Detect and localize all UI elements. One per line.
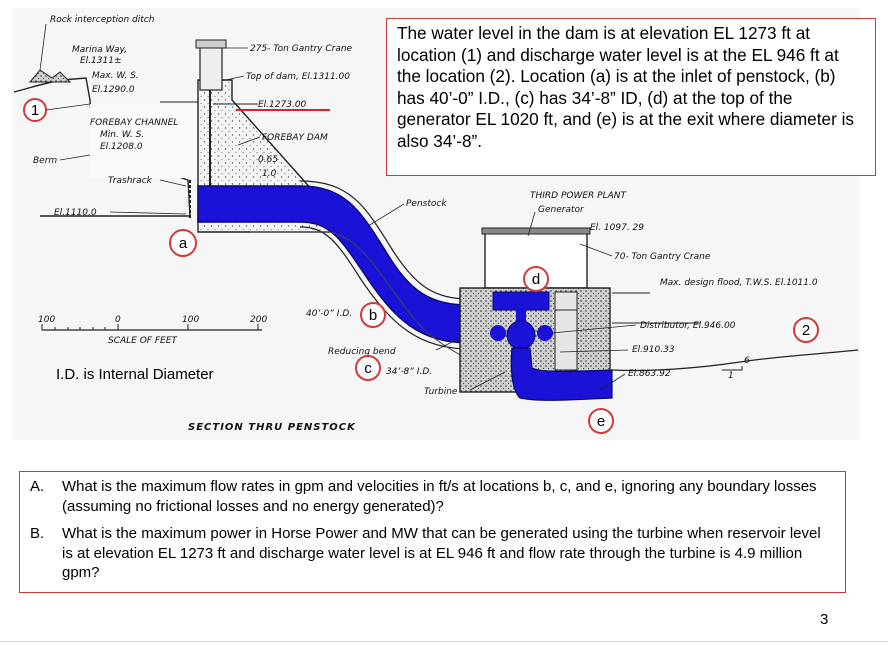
svg-text:e: e	[597, 413, 605, 430]
gantry-crane-tower	[199, 43, 223, 91]
scale-tick-200: 200	[250, 315, 267, 325]
ground-line-middle	[250, 231, 471, 361]
label-forebay-dam: FOREBAY DAM	[262, 133, 328, 143]
label-34ft-id: 34’-8” I.D.	[386, 367, 432, 377]
label-top-of-dam: Top of dam, El.1311.00	[246, 72, 350, 82]
question-b-text: What is the maximum power in Horse Power…	[62, 525, 821, 581]
leader-top-dam	[225, 75, 245, 81]
leader-70-crane	[579, 243, 613, 257]
label-gantry-275: 275- Ton Gantry Crane	[250, 44, 353, 54]
question-a-text: What is the maximum flow rates in gpm an…	[62, 478, 817, 515]
leader-generator	[527, 211, 536, 237]
bottom-divider	[0, 641, 888, 642]
label-slope-10: 1.0	[262, 169, 277, 179]
label-max-design-flood: Max. design flood, T.W.S. El.1011.0	[660, 278, 818, 288]
marker-a: a	[169, 229, 197, 257]
gantry-crane-top	[195, 39, 227, 49]
label-el-1097: El. 1097. 29	[590, 223, 644, 233]
penstock-casing-top	[299, 180, 471, 300]
turbine-runner	[506, 320, 536, 350]
svg-text:d: d	[532, 271, 540, 288]
marker-2: 2	[793, 317, 819, 343]
marker-d: d	[523, 266, 549, 292]
label-turbine: Turbine	[424, 387, 458, 397]
label-el-1208: El.1208.0	[100, 142, 143, 152]
generator-shaft	[516, 310, 526, 328]
marker-1-leader	[45, 103, 91, 111]
generator-housing	[492, 291, 550, 311]
scale-tick-100: 100	[182, 315, 199, 325]
label-slope-6: 6	[744, 356, 750, 366]
forebay-water-area	[90, 104, 198, 178]
label-third-power-plant: THIRD POWER PLANT	[530, 191, 628, 201]
label-reducing-bend: Reducing bend	[328, 347, 396, 357]
leader-turbine	[469, 371, 506, 391]
question-a-letter: A.	[30, 478, 45, 495]
leader-forebay-dam	[237, 136, 261, 146]
label-trashrack: Trashrack	[108, 176, 153, 186]
svg-text:2: 2	[802, 322, 810, 339]
marker-e: e	[588, 408, 614, 434]
leader-distributor	[551, 324, 637, 334]
label-40ft-id: 40’-0” I.D.	[306, 309, 352, 319]
label-min-ws: Min. W. S.	[100, 130, 144, 140]
scale-label: SCALE OF FEET	[108, 336, 178, 346]
leader-penstock	[367, 203, 405, 227]
rock-ridge	[28, 69, 72, 83]
label-rock-ditch: Rock interception ditch	[50, 15, 155, 25]
diagram-title: SECTION THRU PENSTOCK	[188, 422, 356, 433]
svg-text:b: b	[369, 307, 377, 324]
svg-text:a: a	[179, 235, 188, 252]
leader-el1110	[109, 211, 187, 215]
leader-rock-ditch	[39, 23, 47, 71]
draft-tube	[510, 347, 613, 401]
scale-tick-100-left: 100	[38, 315, 55, 325]
id-caption: I.D. is Internal Diameter	[56, 366, 214, 383]
label-generator: Generator	[538, 205, 585, 215]
question-b: B. What is the maximum power in Horse Po…	[30, 524, 833, 583]
leader-el910	[559, 349, 629, 353]
marker-1: 1	[23, 98, 47, 122]
questions-box: A. What is the maximum flow rates in gpm…	[19, 471, 846, 593]
label-el-910: El.910.33	[632, 345, 675, 355]
leader-berm	[59, 154, 91, 161]
distributor-right	[537, 325, 553, 341]
label-marina-way: Marina Way,	[72, 45, 127, 55]
marker-b: b	[360, 302, 386, 328]
problem-statement-text: The water level in the dam is at elevati…	[397, 23, 854, 151]
power-plant-roof	[481, 227, 591, 235]
label-el-1311: El.1311±	[80, 56, 122, 66]
label-el-1110: El.1110.0	[54, 208, 97, 218]
label-forebay-channel: FOREBAY CHANNEL	[90, 118, 178, 128]
scale-bar: 100 0 100 200 SCALE OF FEET	[38, 315, 267, 346]
scale-tick-0: 0	[115, 315, 121, 325]
label-max-ws: Max. W. S.	[92, 71, 139, 81]
leader-trashrack	[159, 179, 187, 187]
svg-text:1: 1	[31, 102, 39, 119]
svg-text:c: c	[364, 360, 372, 377]
marker-c: c	[355, 355, 381, 381]
distributor-left	[490, 325, 506, 341]
tailrace-ground	[611, 349, 859, 372]
label-el-1290: El.1290.0	[92, 85, 135, 95]
label-gantry-70: 70- Ton Gantry Crane	[614, 252, 711, 262]
slope-triangle	[722, 366, 743, 371]
label-slope-1: 1	[728, 371, 734, 381]
label-berm: Berm	[33, 156, 57, 166]
label-penstock: Penstock	[406, 199, 447, 209]
leader-el863	[599, 373, 626, 391]
label-distributor: Distributor, El.946.00	[640, 321, 736, 331]
leader-reducing-bend	[435, 337, 461, 351]
problem-statement-box: The water level in the dam is at elevati…	[386, 18, 876, 176]
question-a: A. What is the maximum flow rates in gpm…	[30, 477, 833, 516]
page-number: 3	[820, 611, 829, 628]
label-slope-065: 0.65	[258, 155, 278, 165]
label-el-863: El.863.92	[628, 369, 671, 379]
question-b-letter: B.	[30, 525, 45, 542]
label-el-1273: El.1273.00	[258, 100, 307, 110]
